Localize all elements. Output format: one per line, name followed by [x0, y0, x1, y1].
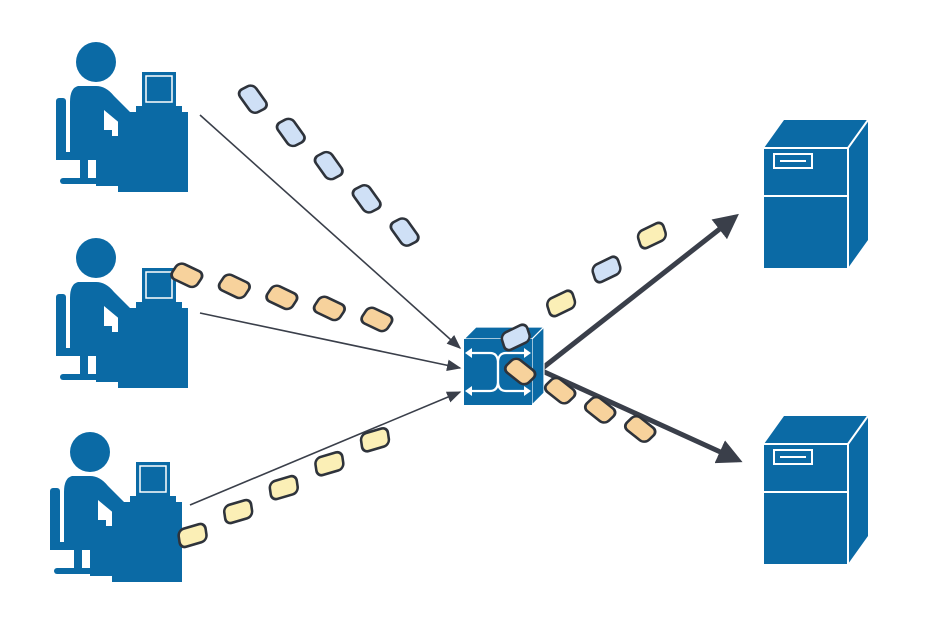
packet-server-1-3 [591, 255, 622, 284]
packet-server-1-2 [546, 289, 577, 318]
packet-workstation-2-3 [265, 284, 299, 311]
link-switch-to-server-1 [538, 213, 739, 372]
workstation-3-icon [49, 431, 183, 583]
packet-workstation-1-2 [275, 117, 306, 148]
server-2-icon [763, 415, 869, 565]
packet-workstation-3-2 [222, 498, 254, 525]
link-switch-to-server-2 [538, 367, 743, 464]
packet-workstation-1-4 [351, 184, 382, 214]
link-workstation-2-to-switch [199, 312, 462, 371]
packet-workstation-1-5 [389, 217, 420, 247]
packet-workstation-3-3 [268, 474, 299, 501]
packets-layer [170, 84, 667, 549]
packet-server-2-2 [543, 376, 577, 405]
workstation-1-icon [55, 41, 189, 193]
packet-workstation-2-4 [312, 295, 346, 322]
packet-server-2-4 [623, 415, 657, 443]
workstation-2-icon [55, 237, 189, 389]
packet-workstation-2-5 [360, 306, 394, 333]
packet-server-1-4 [636, 221, 667, 250]
link-workstation-1-to-switch [199, 114, 462, 349]
packet-workstation-1-3 [313, 150, 344, 181]
packet-workstation-2-1 [170, 262, 204, 289]
packet-workstation-3-1 [177, 522, 208, 549]
server-1-icon [763, 119, 869, 269]
packet-server-2-3 [583, 395, 617, 424]
packet-workstation-3-5 [359, 426, 391, 453]
packet-workstation-2-2 [217, 273, 251, 300]
packet-workstation-3-4 [314, 450, 345, 477]
packet-server-1-1 [500, 323, 531, 352]
packet-server-2-1 [503, 357, 537, 386]
link-workstation-3-to-switch [189, 391, 462, 506]
packet-workstation-1-1 [237, 84, 268, 114]
